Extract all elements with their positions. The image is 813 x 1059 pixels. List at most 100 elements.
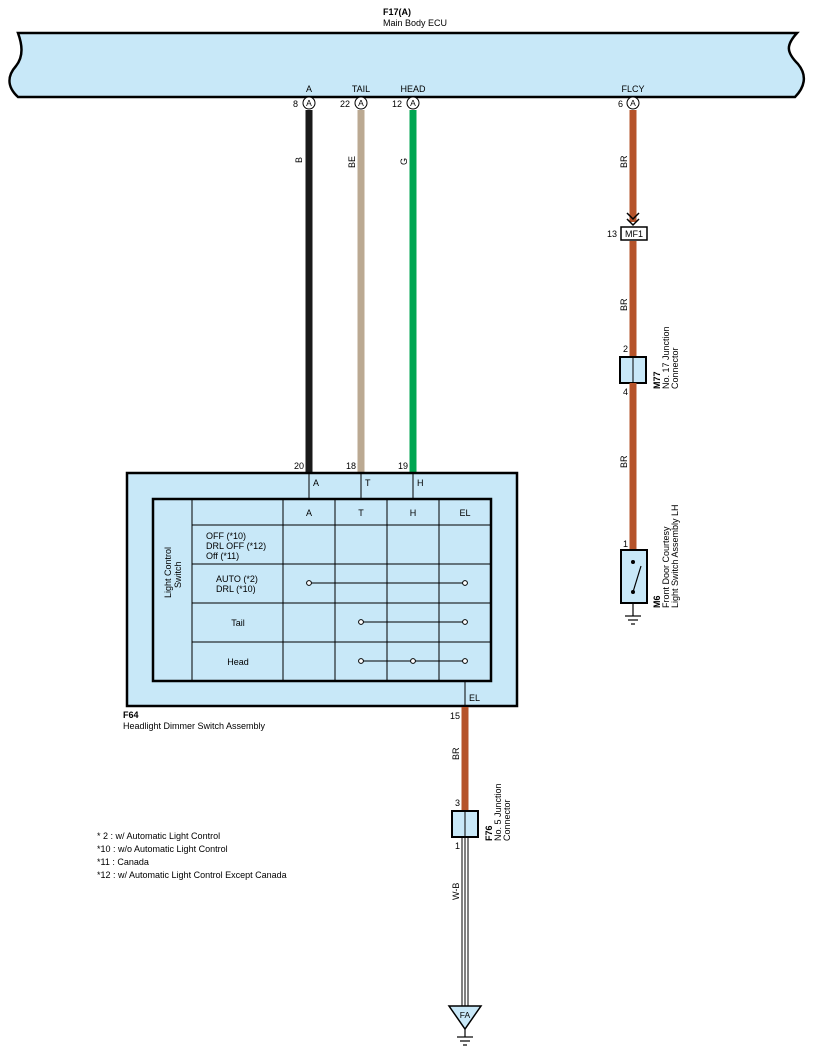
- table-col-el: EL: [459, 508, 470, 518]
- light-control-switch-table: Light Control Switch A T H EL OFF (*10) …: [151, 497, 493, 683]
- m6-switch-blade: [632, 565, 642, 593]
- m77-pin-bottom: 4: [623, 387, 628, 397]
- term-a-label: A: [313, 478, 319, 488]
- ground-fa-triangle: [447, 1005, 483, 1031]
- main-body-ecu: F17(A) Main Body ECU: [8, 7, 806, 99]
- switch-assembly-code: F64: [123, 710, 139, 720]
- ecu-body: [8, 31, 806, 99]
- ground-fa-label: FA: [460, 1010, 471, 1020]
- table-side-label-1: Light Control: [163, 547, 173, 598]
- m6-name-2: Light Switch Assembly LH: [670, 504, 680, 608]
- mf1-box: [620, 226, 648, 241]
- ecu-pin-tail: TAIL 22 A: [340, 84, 370, 110]
- footnote-3: *11 : Canada: [97, 857, 149, 867]
- ecu-pin-a: A 8 A: [293, 84, 316, 110]
- wire-flcy-color-label-2: BR: [619, 298, 629, 311]
- m6-box: [620, 549, 648, 604]
- footnote-2: *10 : w/o Automatic Light Control: [97, 844, 228, 854]
- continuity-head-el: [462, 658, 468, 664]
- table-row-auto-line-1: AUTO (*2): [216, 574, 258, 584]
- wire-a-color-label: B: [294, 157, 304, 163]
- ecu-pin-a-circle: [302, 96, 316, 110]
- f76-name-2: Connector: [502, 799, 512, 841]
- continuity-tail-t: [358, 619, 364, 625]
- continuity-head-t: [358, 658, 364, 664]
- switch-pin-el: 15: [450, 711, 460, 721]
- switch-pin-h: 19: [398, 461, 408, 471]
- term-t-label: T: [365, 478, 371, 488]
- m77-code: M77: [652, 371, 662, 389]
- table-col-h: H: [410, 508, 417, 518]
- m77-name-2: Connector: [670, 347, 680, 389]
- m6-courtesy-switch: 1 M6 Front Door Courtesy Light Switch As…: [620, 504, 680, 625]
- table-row-off-line-1: OFF (*10): [206, 531, 246, 541]
- ecu-pin-head-connector: A: [410, 98, 416, 108]
- ecu-pin-tail-circle: [354, 96, 368, 110]
- table-row-off-line-3: Off (*11): [206, 551, 239, 561]
- wire-ground-color-label: W-B: [451, 883, 461, 900]
- ecu-pin-head: HEAD 12 A: [392, 84, 426, 110]
- ecu-pin-a-name: A: [306, 84, 312, 94]
- table-row-head: Head: [227, 657, 249, 667]
- wire-tail-color-label: BE: [347, 156, 357, 168]
- mf1-chevron-icon: [626, 212, 640, 221]
- wire-head-color-label: G: [399, 158, 409, 165]
- f76-name-1: No. 5 Junction: [493, 783, 503, 841]
- ecu-pin-flcy-circle: [626, 96, 640, 110]
- continuity-tail-el: [462, 619, 468, 625]
- m6-contact-top: [631, 560, 635, 564]
- continuity-head-h: [410, 658, 416, 664]
- m77-junction-connector: 2 4 M77 No. 17 Junction Connector: [619, 326, 680, 397]
- mf1-pin: 13: [607, 229, 617, 239]
- ecu-name: Main Body ECU: [383, 18, 447, 28]
- ecu-pin-flcy-connector: A: [630, 98, 636, 108]
- table-row-off-line-2: DRL OFF (*12): [206, 541, 266, 551]
- f76-code: F76: [484, 825, 494, 841]
- mf1-chevron-icon-2: [626, 218, 640, 227]
- ecu-pin-flcy-name: FLCY: [621, 84, 644, 94]
- term-h-label: H: [417, 478, 424, 488]
- footnotes: * 2 : w/ Automatic Light Control *10 : w…: [97, 831, 287, 880]
- footnote-1: * 2 : w/ Automatic Light Control: [97, 831, 220, 841]
- m6-pin: 1: [623, 539, 628, 549]
- ecu-pin-a-connector: A: [306, 98, 312, 108]
- m6-code: M6: [652, 595, 662, 608]
- ecu-pin-a-number: 8: [293, 99, 298, 109]
- ecu-pin-head-name: HEAD: [400, 84, 426, 94]
- table-row-auto-line-2: DRL (*10): [216, 584, 256, 594]
- table-col-t: T: [358, 508, 364, 518]
- wire-el-color-label: BR: [451, 747, 461, 760]
- m6-name-1: Front Door Courtesy: [661, 526, 671, 608]
- continuity-auto-el: [462, 580, 468, 586]
- ecu-pin-head-number: 12: [392, 99, 402, 109]
- table-side-label-2: Switch: [173, 561, 183, 588]
- f76-pin-top: 3: [455, 798, 460, 808]
- m77-pin-top: 2: [623, 344, 628, 354]
- ecu-pin-tail-name: TAIL: [352, 84, 370, 94]
- ground-point-fa: FA: [447, 1005, 483, 1046]
- f76-junction-connector: 3 1 F76 No. 5 Junction Connector: [451, 783, 512, 851]
- wire-flcy-color-label-1: BR: [619, 155, 629, 168]
- table-outer: [151, 497, 493, 683]
- table-row-tail: Tail: [231, 618, 245, 628]
- mf1-label: MF1: [625, 229, 643, 239]
- table-col-a: A: [306, 508, 312, 518]
- m77-name-1: No. 17 Junction: [661, 326, 671, 389]
- switch-pin-t: 18: [346, 461, 356, 471]
- continuity-auto-a: [306, 580, 312, 586]
- f76-pin-bottom: 1: [455, 841, 460, 851]
- ecu-pin-flcy: FLCY 6 A: [618, 84, 645, 110]
- term-el-label: EL: [469, 693, 480, 703]
- switch-pin-a: 20: [294, 461, 304, 471]
- mf1-connector: MF1 13: [607, 212, 648, 241]
- footnote-4: *12 : w/ Automatic Light Control Except …: [97, 870, 287, 880]
- ecu-pin-head-circle: [406, 96, 420, 110]
- ecu-pin-tail-connector: A: [358, 98, 364, 108]
- ecu-pin-flcy-number: 6: [618, 99, 623, 109]
- ecu-code: F17(A): [383, 7, 411, 17]
- switch-assembly-name: Headlight Dimmer Switch Assembly: [123, 721, 266, 731]
- ecu-pin-tail-number: 22: [340, 99, 350, 109]
- wire-flcy-color-label-3: BR: [619, 455, 629, 468]
- headlight-dimmer-switch-assembly: 20 18 19 A T H Light Control Switch A T …: [123, 461, 519, 731]
